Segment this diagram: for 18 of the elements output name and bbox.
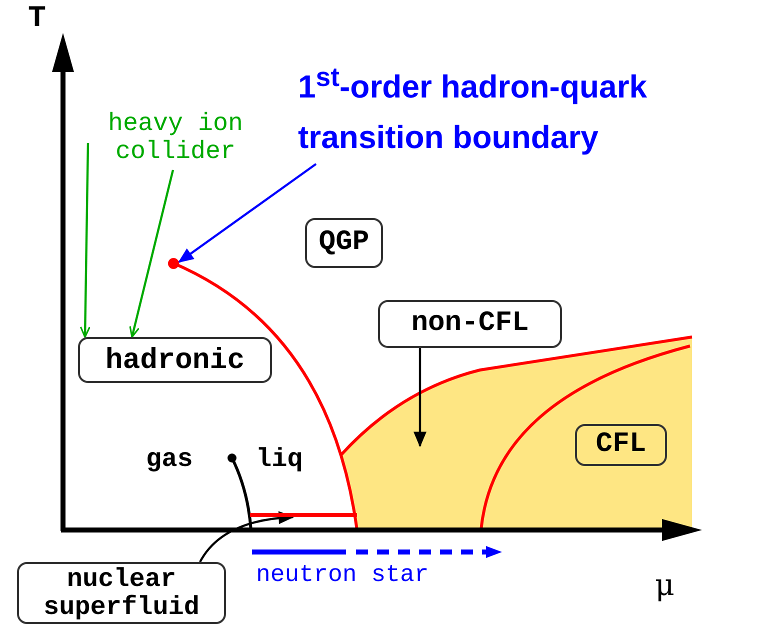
arrow — [129, 170, 174, 338]
critical-point-dot — [168, 258, 179, 269]
direction-label: neutron star — [256, 562, 429, 589]
phase-label: non-CFL — [378, 300, 562, 348]
annotation-text: 1$^{st}$-order hadron-quark transition boundary — [298, 52, 748, 164]
phase-label: CFL — [575, 424, 667, 466]
arrow — [80, 142, 90, 338]
phase-label-text: liq — [256, 444, 303, 474]
arrow — [178, 163, 317, 263]
phase-label: hadronic — [78, 337, 272, 383]
phase-label: QGP — [305, 218, 383, 268]
phase-label: nuclear superfluid — [17, 562, 226, 624]
arrow — [199, 511, 294, 563]
axis-label: T — [28, 2, 46, 36]
annotation-text: heavy ion collider — [88, 110, 263, 170]
phase-label-text: gas — [146, 444, 193, 474]
arrow — [414, 348, 426, 448]
axis-label: μ — [655, 568, 674, 603]
